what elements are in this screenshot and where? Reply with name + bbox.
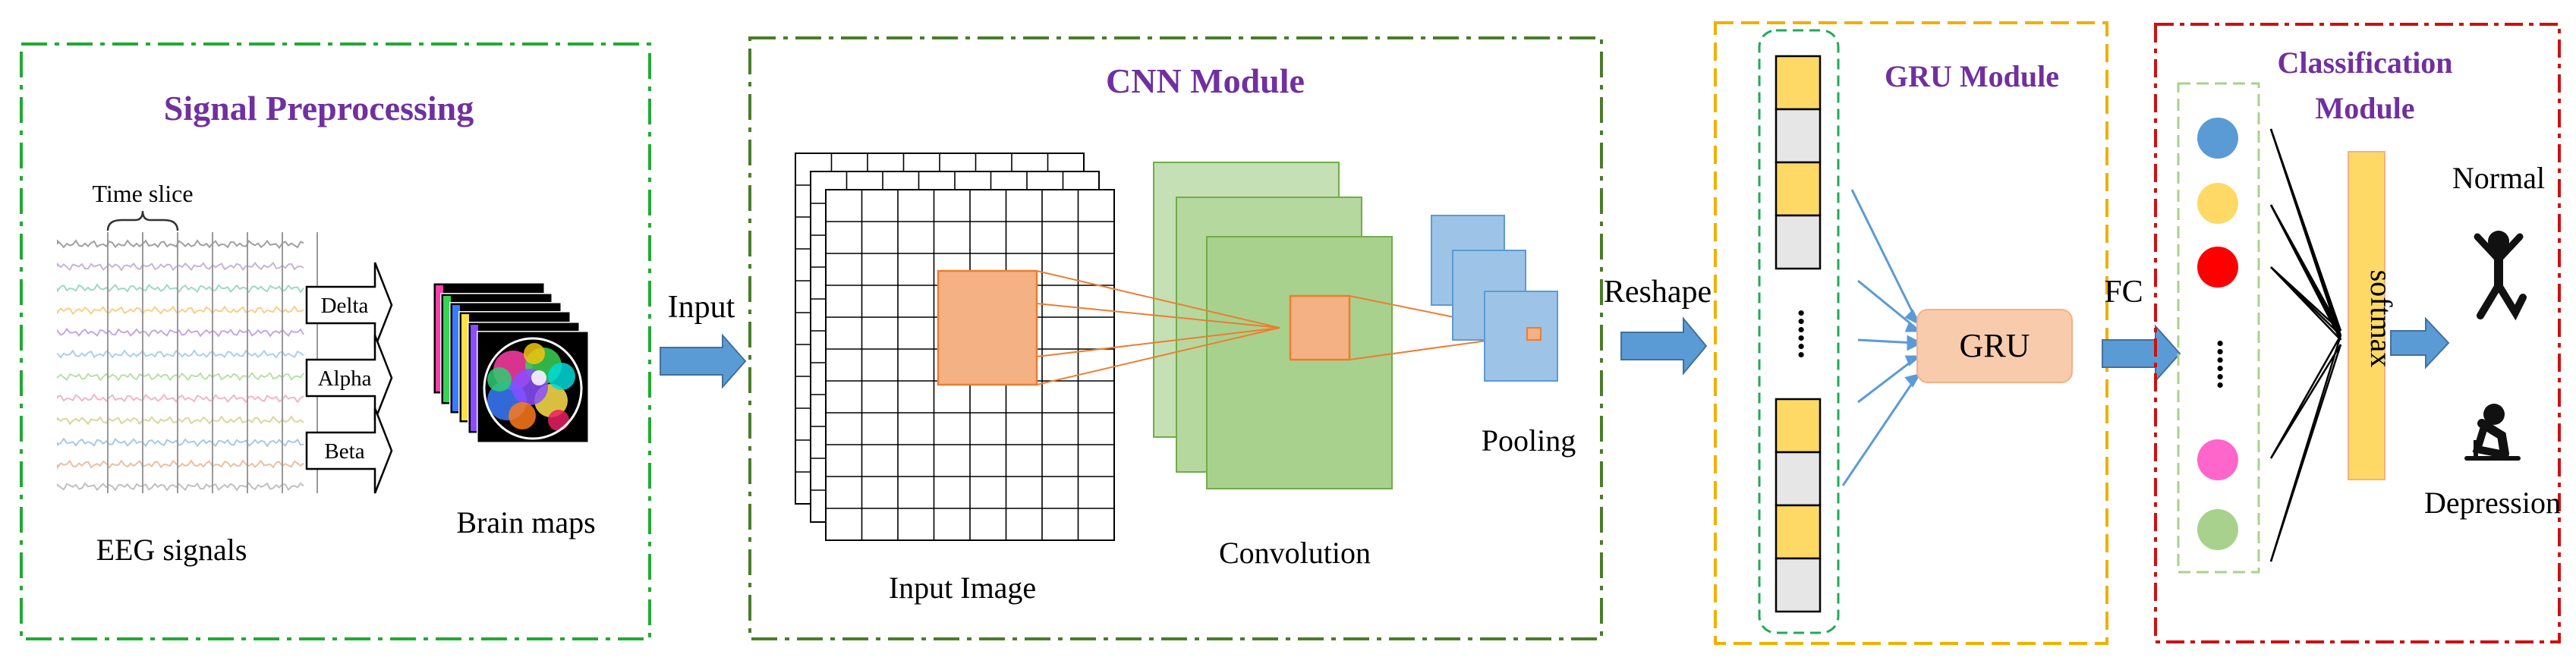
sequence-cell: [1775, 214, 1822, 270]
conv-receptive-field: [1289, 294, 1351, 361]
classification-title-line2: Module: [2315, 91, 2414, 125]
reshape-label: Reshape: [1604, 275, 1712, 310]
fc-connection: [2269, 344, 2342, 459]
classification-module-panel: Classification Module ...... softmax Nor…: [2154, 23, 2561, 643]
eeg-trace: [57, 261, 304, 272]
eeg-trace: [57, 372, 304, 382]
softmax-output-arrow: [2390, 316, 2450, 370]
gru-sequence-border: [1758, 29, 1840, 634]
band-arrow-beta: Beta: [305, 407, 393, 494]
cnn-module-title: CNN Module: [1106, 61, 1305, 100]
fc-connection: [2270, 266, 2341, 341]
eeg-signals-label: EEG signals: [96, 533, 247, 567]
band-arrow-alpha: Alpha: [305, 335, 393, 421]
input-arrow: Input: [660, 290, 747, 389]
input-image-label: Input Image: [889, 571, 1036, 605]
fc-connection: [2269, 128, 2342, 341]
depression-label: Depression: [2424, 486, 2561, 520]
cnn-module-panel: CNN Module Pooling Convolution Input Im: [748, 36, 1603, 640]
sequence-cell: [1775, 55, 1822, 111]
band-arrow-delta: Delta: [305, 262, 393, 348]
sequence-cell: [1775, 504, 1822, 560]
fc-arrow: FC: [2102, 275, 2181, 383]
time-slice-brace: [106, 210, 179, 231]
gru-cell: [1916, 309, 2073, 383]
fc-node: [2197, 509, 2238, 550]
fc-nodes-ellipsis: ......: [2210, 339, 2247, 389]
pool-map-3: [1484, 291, 1558, 382]
classification-title-line1: Classification: [2277, 46, 2452, 80]
softmax-layer: [2348, 151, 2385, 480]
eeg-trace: [57, 283, 304, 294]
fc-node: [2197, 439, 2238, 480]
gru-input-arrows: [1841, 189, 1923, 486]
gru-module-panel: GRU Module ...... GRU: [1714, 21, 2108, 645]
convolution-label: Convolution: [1219, 536, 1371, 570]
gru-module-title: GRU Module: [1885, 59, 2059, 93]
eeg-trace: [57, 415, 304, 426]
fc-connection-lines: [2269, 128, 2342, 562]
gru-sequence-cells: [1775, 55, 1822, 613]
eeg-trace: [57, 239, 304, 250]
fc-node: [2197, 118, 2238, 159]
pool-receptive-field: [1526, 327, 1542, 341]
sequence-cell: [1775, 161, 1822, 217]
fc-label: FC: [2104, 275, 2143, 310]
signal-preprocessing-border: [20, 42, 651, 640]
brain-maps-label: Brain maps: [456, 505, 595, 539]
eeg-time-grid: [107, 232, 318, 493]
eeg-trace: [57, 437, 304, 448]
pooling-label: Pooling: [1482, 423, 1576, 458]
sequence-cell: [1775, 451, 1822, 507]
signal-preprocessing-title: Signal Preprocessing: [164, 89, 474, 127]
conv-map-3: [1206, 236, 1393, 489]
input-label: Input: [668, 290, 735, 325]
reshape-arrow: Reshape: [1604, 275, 1712, 376]
normal-label: Normal: [2452, 161, 2545, 195]
eeg-trace: [57, 482, 304, 492]
brain-maps-stack: [433, 282, 589, 443]
eeg-trace: [57, 459, 304, 470]
sequence-cell: [1775, 108, 1822, 164]
fc-node: [2197, 183, 2238, 224]
brain-map: [477, 331, 589, 443]
signal-preprocessing-panel: Signal Preprocessing Time slice Delta Al…: [20, 42, 651, 640]
conv-projection-lines: [1036, 270, 1280, 385]
fc-connection: [2269, 344, 2342, 562]
fc-node: [2197, 247, 2238, 288]
fc-nodes-border: [2177, 82, 2260, 574]
band-label-beta: Beta: [324, 439, 364, 464]
fc-nodes: [2197, 118, 2238, 550]
eeg-trace: [57, 393, 304, 404]
sequence-cell: [1775, 557, 1822, 613]
eeg-traces: [57, 239, 304, 492]
gru-cell-label: GRU: [1960, 327, 2030, 364]
time-slice-label: Time slice: [92, 180, 193, 207]
cnn-module-border: [748, 36, 1603, 640]
classification-module-border: [2154, 23, 2561, 643]
band-label-alpha: Alpha: [318, 366, 372, 391]
eeg-trace: [57, 349, 304, 359]
band-label-delta: Delta: [321, 294, 369, 318]
sequence-cell: [1775, 398, 1822, 454]
eeg-trace: [57, 305, 304, 316]
gru-sequence-ellipsis: ......: [1791, 309, 1828, 359]
gru-module-border: [1714, 21, 2108, 645]
normal-person-icon: [2474, 231, 2527, 321]
depression-person-icon: [2464, 404, 2521, 461]
fc-connection: [2269, 204, 2342, 341]
receptive-field: [937, 269, 1038, 386]
eeg-trace: [57, 327, 304, 338]
